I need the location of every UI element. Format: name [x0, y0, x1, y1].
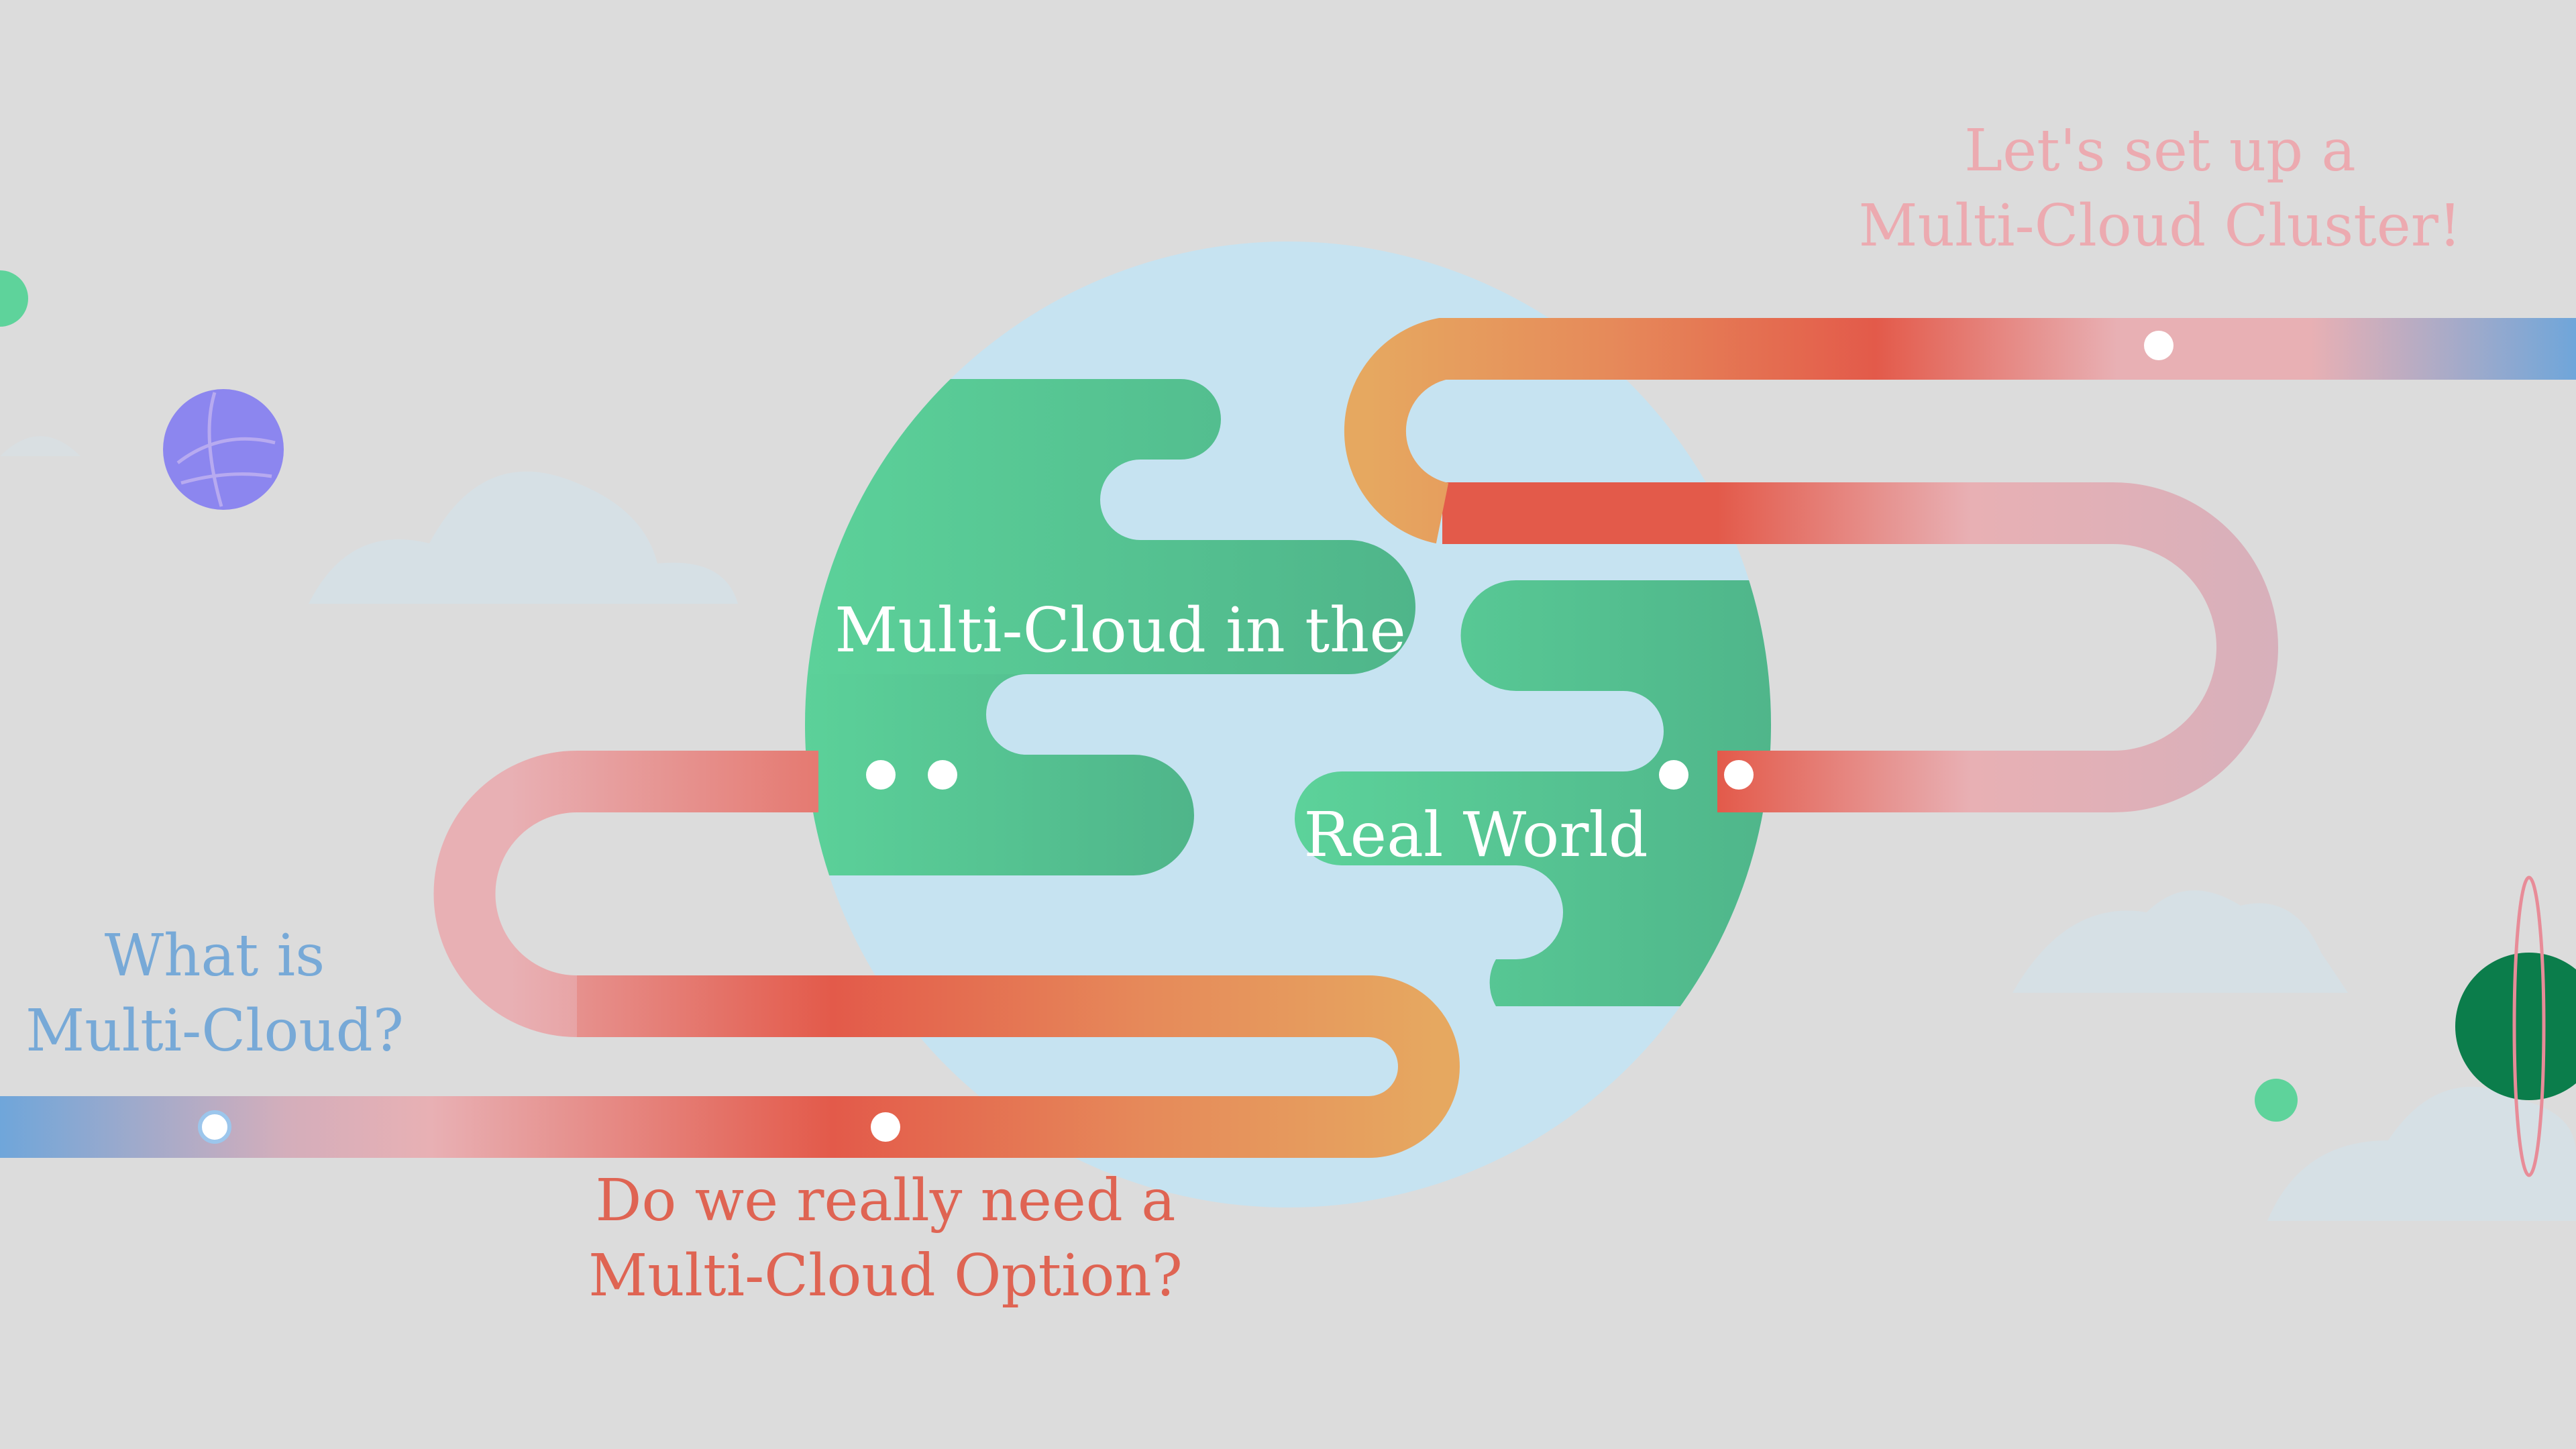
path-right-connector [1442, 482, 2278, 812]
decorations [0, 270, 2576, 1177]
waypoint-setup [2144, 331, 2174, 360]
waypoint-what [198, 1110, 231, 1144]
topic-need-line-2: Multi-Cloud Option? [588, 1242, 1183, 1309]
topic-setup-line-1: Let's set up a [1964, 117, 2356, 184]
path-bottom [0, 975, 1460, 1158]
topic-need-line-1: Do we really need a [595, 1167, 1176, 1234]
journey-path [0, 318, 2576, 1158]
waypoint-need [871, 1112, 900, 1142]
planet [805, 241, 1771, 1208]
topic-set-up-cluster[interactable]: Let's set up a Multi-Cloud Cluster! [1758, 114, 2563, 264]
land-upper-left [805, 379, 1415, 674]
path-left-loop [433, 751, 818, 1037]
topic-what-line-1: What is [104, 922, 325, 989]
background-clouds [0, 436, 2576, 1221]
title-line-1: Multi-Cloud in the [835, 594, 1406, 666]
portal-dot-right-1 [1659, 760, 1688, 790]
portal-dot-left-2 [928, 760, 957, 790]
topic-do-we-need-multi-cloud[interactable]: Do we really need a Multi-Cloud Option? [510, 1164, 1261, 1314]
waypoints [198, 331, 2174, 1144]
ringed-planet [2455, 875, 2576, 1177]
portal-dot-left-1 [866, 760, 896, 790]
topic-what-line-2: Multi-Cloud? [25, 997, 404, 1065]
title-line-2: Real World [1303, 799, 1648, 871]
portal-dot-right-2 [1724, 760, 1754, 790]
purple-planet [163, 389, 284, 510]
land-right [1295, 580, 1771, 1006]
green-dot-right [2255, 1079, 2298, 1122]
land-lower-left [805, 674, 1194, 875]
topic-what-is-multi-cloud[interactable]: What is Multi-Cloud? [7, 919, 423, 1069]
topic-setup-line-2: Multi-Cloud Cluster! [1858, 192, 2462, 260]
path-upper-loop [1344, 318, 2576, 544]
green-dot-left [0, 270, 28, 327]
